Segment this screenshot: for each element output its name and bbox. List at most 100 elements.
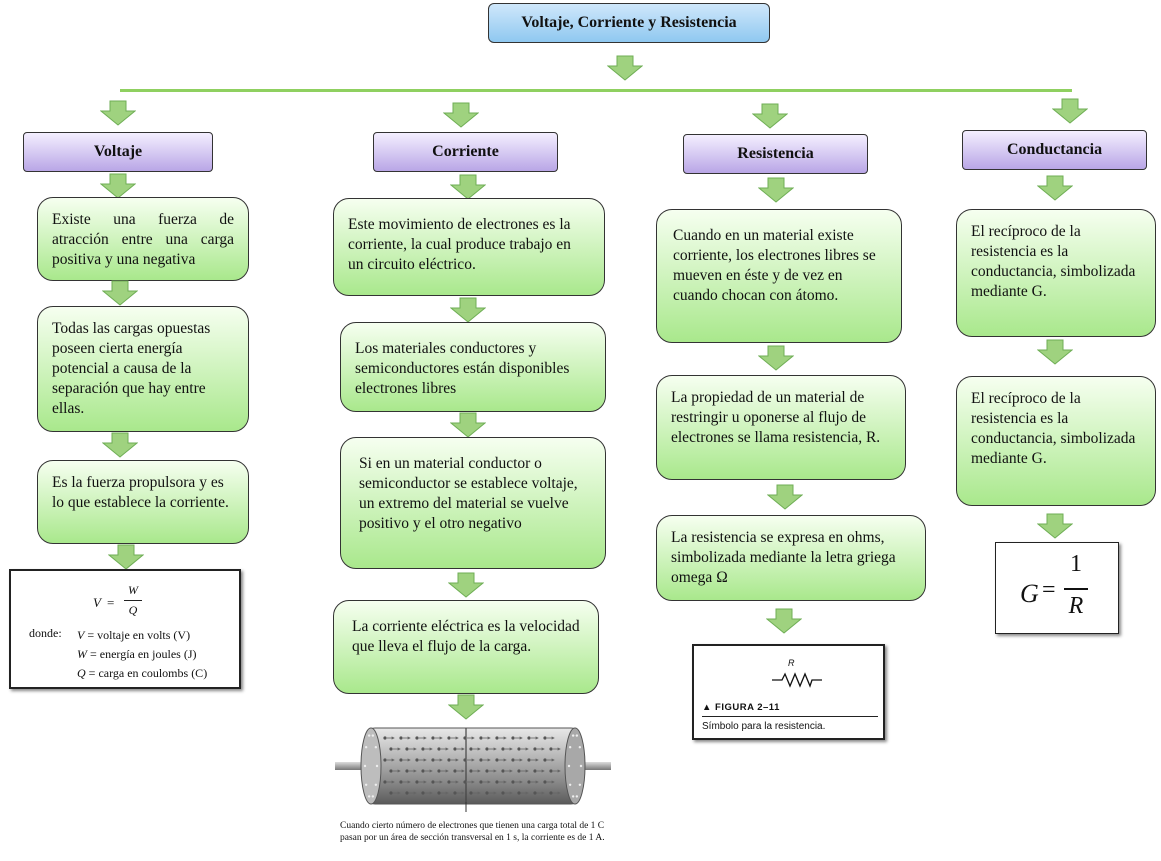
electron-dot <box>463 758 467 762</box>
end-cap-rivet <box>568 783 572 787</box>
down-arrow-icon <box>102 432 138 458</box>
formula-eq: = <box>1042 577 1056 603</box>
electron-dot <box>495 736 499 740</box>
down-arrow-icon <box>767 484 803 510</box>
electron-dot <box>431 758 435 762</box>
down-arrow-icon <box>766 608 802 634</box>
electron-dot <box>405 747 409 751</box>
conductancia-card-2: El recíproco de la resistencia es la con… <box>956 376 1156 506</box>
end-cap-rivet <box>364 783 368 787</box>
end-cap-rivet <box>571 734 575 737</box>
down-arrow-icon <box>448 694 484 720</box>
resistencia-card-2: La propiedad de un material de restringi… <box>656 375 906 480</box>
electron-dot <box>511 758 515 762</box>
conductor-cylinder-illustration <box>335 727 611 812</box>
electron-dot <box>549 769 553 773</box>
electron-dot <box>527 758 531 762</box>
fraction-bar <box>124 600 142 601</box>
down-arrow-icon <box>100 100 136 126</box>
end-cap-rivet <box>367 795 371 798</box>
electron-dot <box>421 747 425 751</box>
left-rod <box>335 762 365 770</box>
formula-denominator: Q <box>128 603 138 617</box>
electron-dot <box>415 736 419 740</box>
end-cap-rivet <box>371 734 375 737</box>
electron-dot <box>421 791 425 795</box>
electron-dot <box>495 780 499 784</box>
electron-dot <box>543 736 547 740</box>
definition-row: V = voltaje en volts (V) <box>77 628 191 642</box>
electron-dot <box>533 747 537 751</box>
electron-dot <box>383 758 387 762</box>
electron-dot <box>479 736 483 740</box>
down-arrow-icon <box>607 55 643 81</box>
resistor-caption: Símbolo para la resistencia. <box>702 721 826 732</box>
electron-dot <box>431 736 435 740</box>
end-cap-rivet <box>371 795 375 798</box>
electron-dot <box>543 758 547 762</box>
fraction-bar <box>1064 588 1088 590</box>
heading-corriente: Corriente <box>373 132 558 172</box>
electron-dot <box>479 758 483 762</box>
electron-dot <box>383 780 387 784</box>
figure-rule <box>702 716 878 717</box>
voltaje-card-2: Todas las cargas opuestas poseen cierta … <box>37 306 249 432</box>
electron-dot <box>501 747 505 751</box>
corriente-card-3: Si en un material conductor o semiconduc… <box>340 437 606 569</box>
voltage-formula-box: V = W Q donde: V = voltaje en volts (V) … <box>9 569 241 689</box>
down-arrow-icon <box>443 102 479 128</box>
electron-dot <box>469 747 473 751</box>
formula-denominator: R <box>1068 593 1084 619</box>
electron-dot <box>437 747 441 751</box>
resistencia-card-1: Cuando en un material existe corriente, … <box>656 209 902 343</box>
electron-dot <box>549 747 553 751</box>
electron-dot <box>533 791 537 795</box>
electron-dot <box>479 780 483 784</box>
end-cap-rivet <box>363 764 367 768</box>
definition-row: W = energía en joules (J) <box>77 647 197 661</box>
electron-dot <box>453 747 457 751</box>
corriente-card-1: Este movimiento de electrones es la corr… <box>333 198 605 296</box>
formula-definitions: V = voltaje en volts (V) W = energía en … <box>77 626 207 683</box>
down-arrow-icon <box>448 572 484 598</box>
electron-dot <box>415 758 419 762</box>
electron-dot <box>549 791 553 795</box>
electron-dot <box>399 780 403 784</box>
electron-dot <box>527 780 531 784</box>
electron-dot <box>405 791 409 795</box>
down-arrow-icon <box>758 177 794 203</box>
down-arrow-icon <box>108 544 144 570</box>
electron-dot <box>399 736 403 740</box>
electron-dot <box>485 769 489 773</box>
heading-conductancia: Conductancia <box>962 130 1147 170</box>
electron-dot <box>447 736 451 740</box>
formula-lhs: V <box>93 595 101 610</box>
end-cap-rivet <box>579 764 583 768</box>
electron-dot <box>415 780 419 784</box>
electron-dot <box>485 791 489 795</box>
down-arrow-icon <box>100 173 136 199</box>
resistor-label: R <box>788 658 795 668</box>
electron-dot <box>533 769 537 773</box>
cylinder-body <box>364 727 582 805</box>
heading-resistencia: Resistencia <box>683 134 868 174</box>
electron-dot <box>543 780 547 784</box>
electron-dot <box>431 780 435 784</box>
down-arrow-icon <box>450 174 486 200</box>
down-arrow-icon <box>450 297 486 323</box>
resistor-symbol-icon <box>772 672 822 688</box>
heading-voltaje: Voltaje <box>23 132 213 172</box>
end-cap-rivet <box>578 783 582 787</box>
formula-numerator: W <box>128 583 138 597</box>
down-arrow-icon <box>752 103 788 129</box>
formula-lhs: G <box>1020 579 1039 608</box>
electron-dot <box>383 736 387 740</box>
electron-dot <box>447 780 451 784</box>
formula-eq: = <box>107 595 115 610</box>
conductance-formula-box: G = 1 R <box>995 542 1119 634</box>
electron-dot <box>453 791 457 795</box>
electron-dot <box>463 736 467 740</box>
end-cap-rivet <box>568 745 572 749</box>
down-arrow-icon <box>1037 175 1073 201</box>
electron-dot <box>485 747 489 751</box>
